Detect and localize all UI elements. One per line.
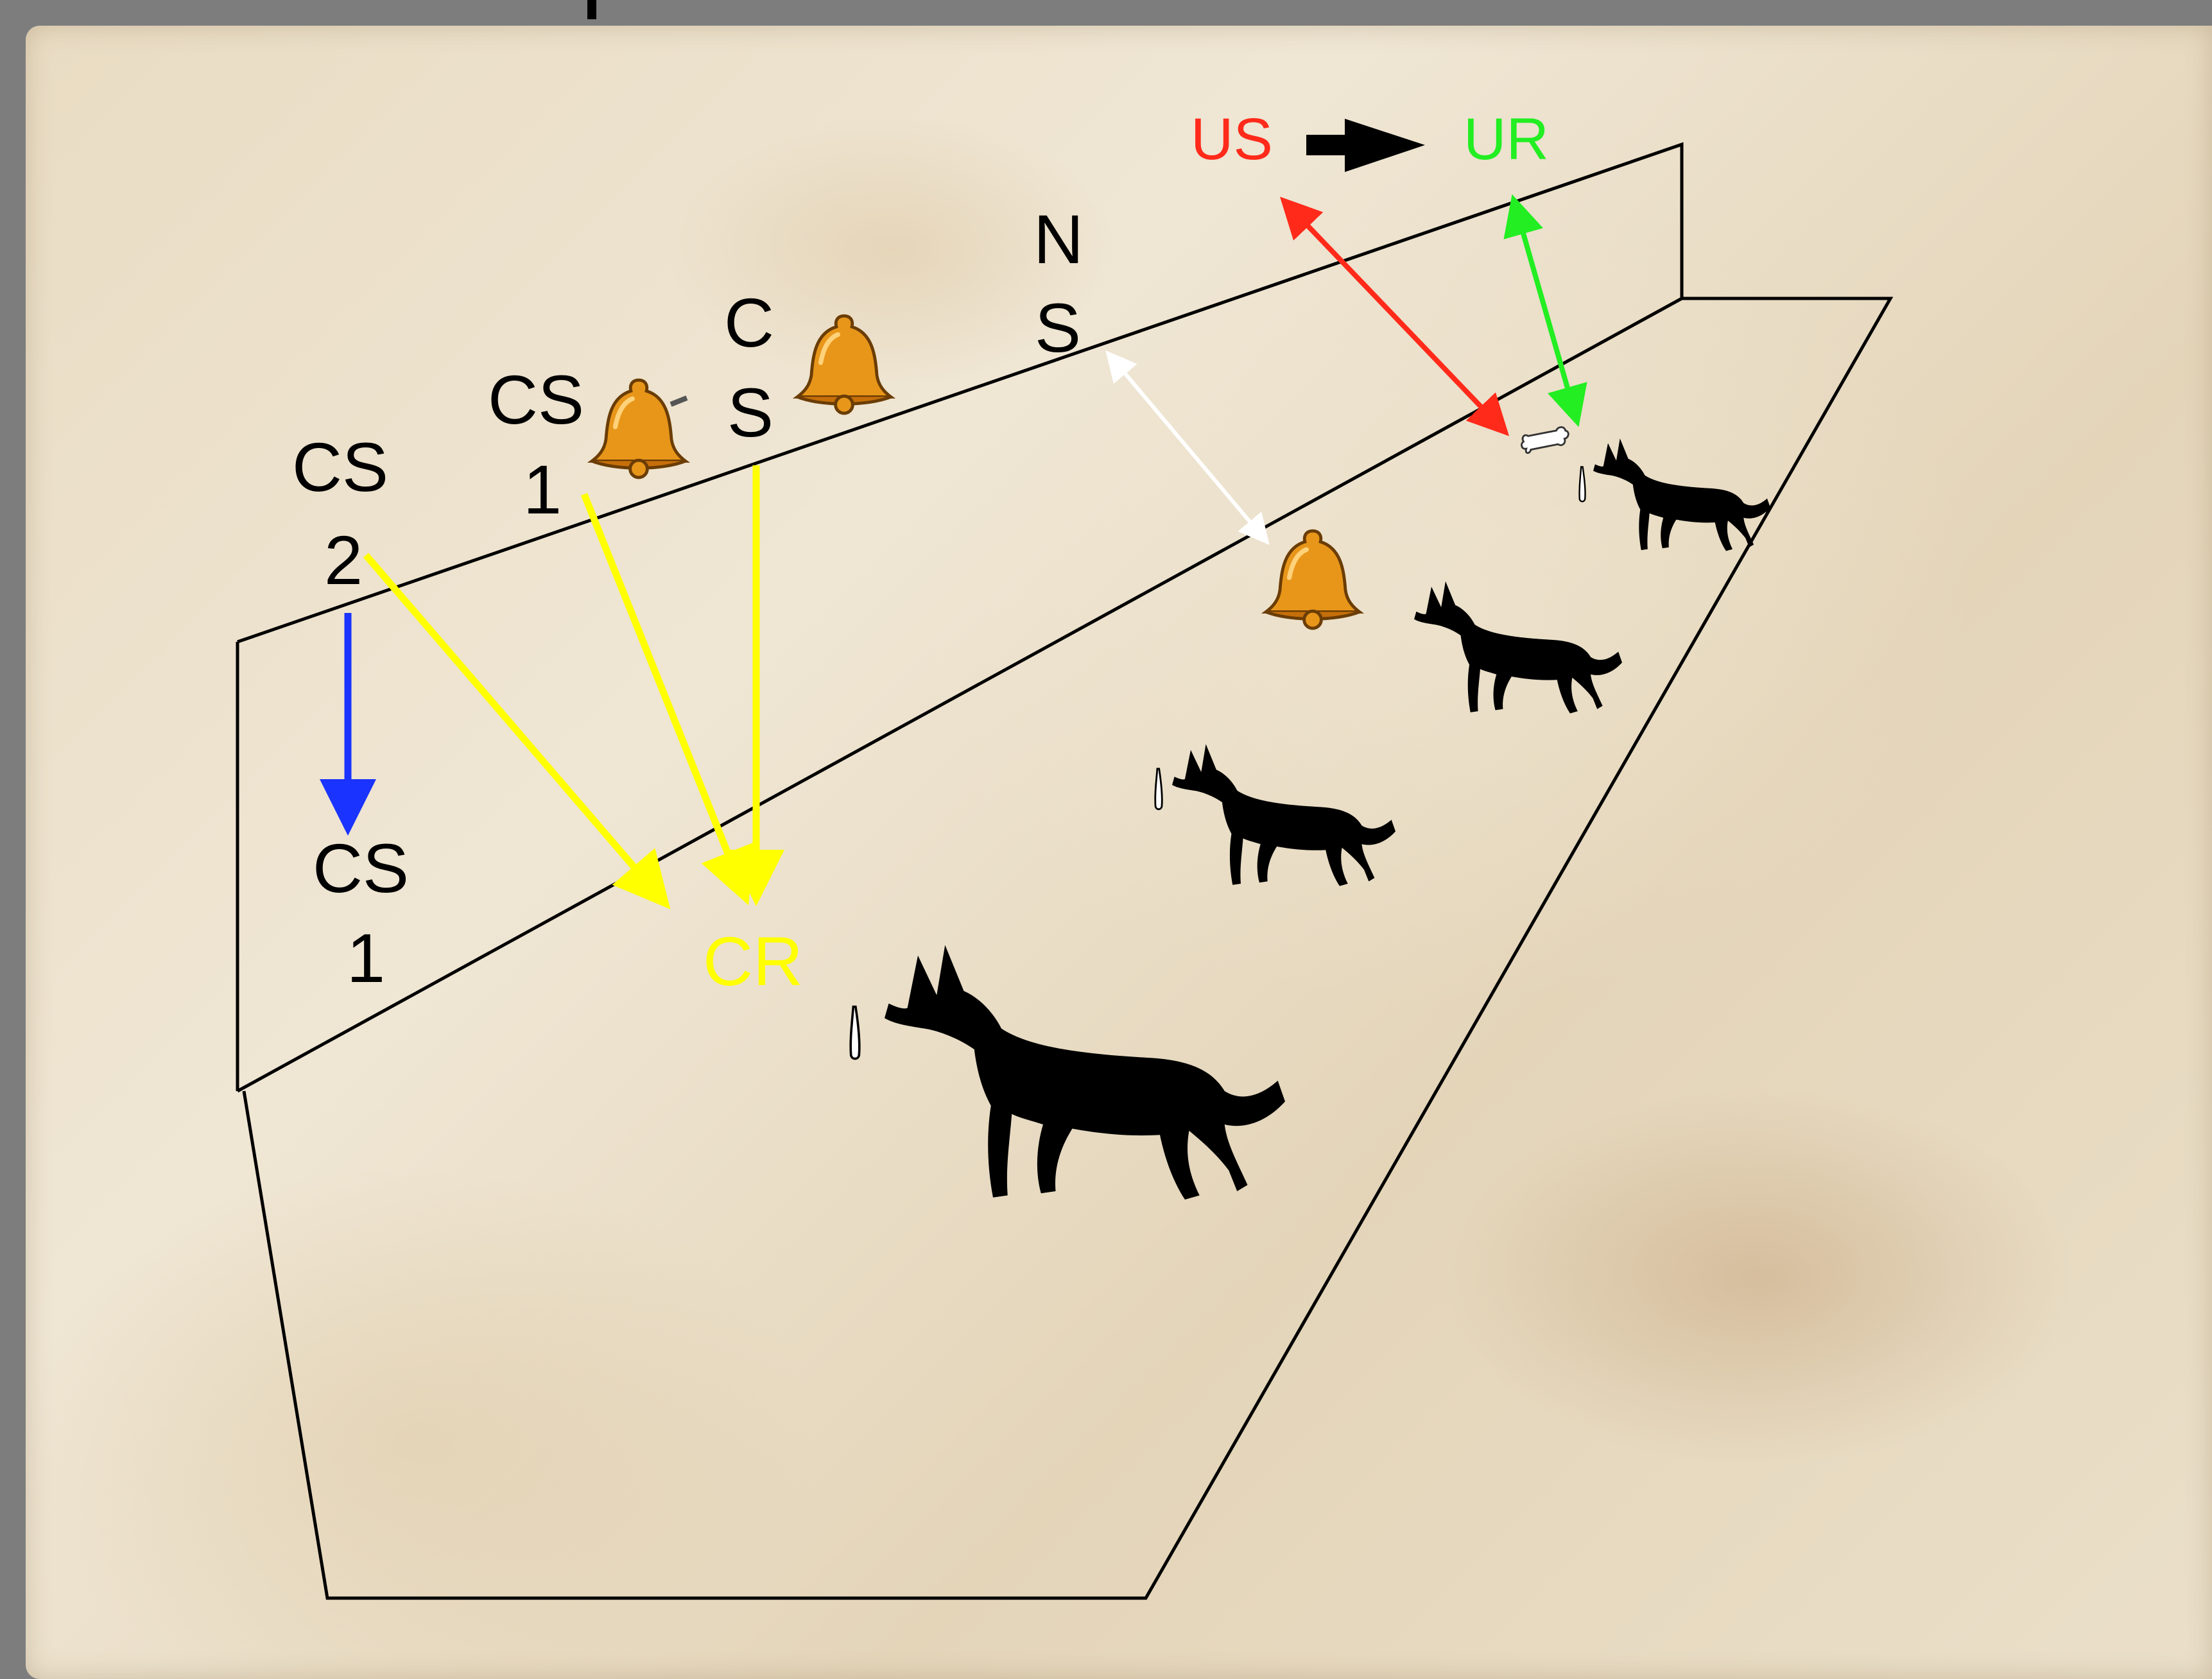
dog-icon [885,945,1285,1200]
drool-icon [1578,466,1586,503]
cs1-label-line1: CS [488,361,584,438]
cs-to-cr-arrows [363,465,784,909]
cr-label: CR [703,922,803,1000]
ur-label: UR [1464,107,1549,172]
dog-icon [1172,744,1395,886]
bone-icon [1520,426,1569,454]
paper-background [26,26,2212,1679]
dog-icon [1414,581,1622,714]
drool-icon [851,1007,860,1059]
bell-icon [797,316,891,413]
ur-to-dog-arrow [1503,194,1587,427]
cs1-bottom-label-line1: CS [313,829,409,907]
us-label: US [1191,107,1273,172]
bell-icon [1266,531,1360,628]
drool-icon [1154,767,1164,811]
cs2-label-line1: CS [292,428,388,506]
cs1-label-line2: 1 [523,451,562,528]
cs2-label-line2: 2 [324,521,363,599]
us-to-bone-arrow [1279,196,1510,436]
black-arrow-icon [1306,119,1425,172]
bell-dash [670,395,688,407]
top-edge-tick [587,0,596,19]
cs-label-line1: C [724,284,774,361]
cs-label-line2: S [727,374,773,451]
ns-label-line2: S [1035,289,1081,366]
cs1-bottom-label-line2: 1 [347,919,385,997]
ns-to-bell-arrow [1105,350,1270,546]
ns-label-line1: N [1033,200,1084,278]
dog-icon [1593,438,1770,551]
bell-icon [592,380,686,478]
